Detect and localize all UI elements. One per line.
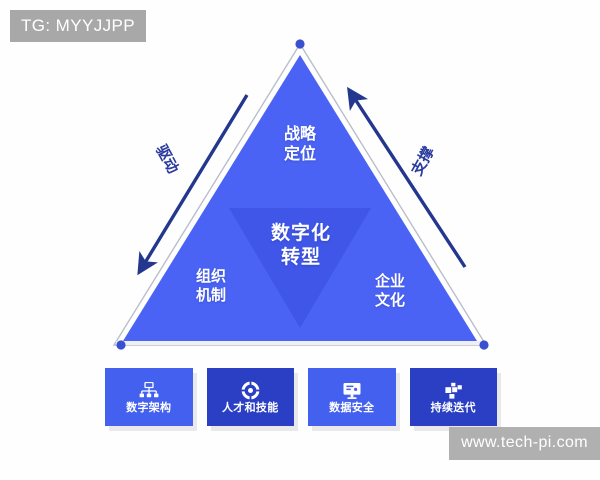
pillar-label: 持续迭代 (430, 401, 476, 414)
watermark-chip: www.tech-pi.com (449, 427, 600, 460)
tag-chip: TG: MYYJJPP (10, 10, 146, 42)
vertex-dot-bottom-right (479, 340, 489, 350)
outer-triangle-shape (123, 55, 477, 341)
pillar-card-digital-architecture[interactable]: 数字架构 (105, 368, 193, 426)
pillar-card-data-security[interactable]: 数据安全 (308, 368, 396, 426)
monitor-icon (341, 381, 363, 400)
pillar-label: 人才和技能 (222, 401, 279, 414)
bottom-left-label: 组织 机制 (195, 267, 226, 305)
vertex-dot-apex (295, 39, 305, 49)
pillar-label: 数据安全 (329, 401, 375, 414)
center-title: 数字化 转型 (270, 222, 331, 269)
pillar-card-row: 数字架构 人才和技能 (105, 368, 497, 426)
support-arrow (347, 86, 467, 268)
target-icon (239, 381, 261, 400)
vertex-dot-bottom-left (116, 340, 126, 350)
pillar-card-continuous-iteration[interactable]: 持续迭代 (409, 368, 497, 426)
inner-triangle-shape (229, 208, 371, 328)
puzzle-icon (442, 381, 464, 400)
sitemap-icon (138, 381, 160, 400)
bottom-right-label: 企业 文化 (374, 272, 405, 310)
pillar-card-talent-and-skills[interactable]: 人才和技能 (206, 368, 294, 426)
drive-arrow (137, 94, 249, 276)
triangle-baseline (116, 341, 484, 345)
apex-label: 战略 定位 (283, 124, 316, 164)
pillar-label: 数字架构 (126, 401, 172, 414)
